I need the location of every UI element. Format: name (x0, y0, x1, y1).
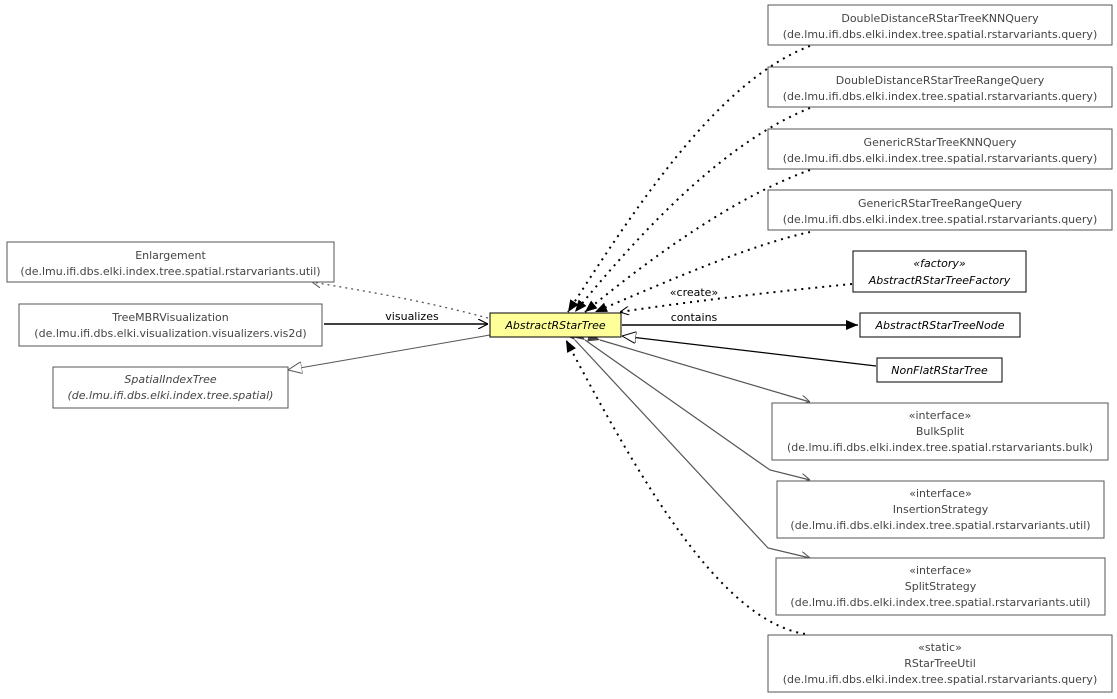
class-bulk[interactable]: «interface» BulkSplit (de.lmu.ifi.dbs.el… (771, 402, 1109, 461)
class-package: (de.lmu.ifi.dbs.elki.visualization.visua… (34, 327, 306, 340)
class-name: RStarTreeUtil (904, 657, 976, 670)
class-name: DoubleDistanceRStarTreeKNNQuery (841, 12, 1039, 25)
edge-grange (594, 231, 811, 313)
class-name: Enlargement (135, 249, 206, 262)
class-name: DoubleDistanceRStarTreeRangeQuery (836, 74, 1045, 87)
class-package: (de.lmu.ifi.dbs.elki.index.tree.spatial.… (790, 596, 1090, 609)
class-package: (de.lmu.ifi.dbs.elki.index.tree.spatial.… (783, 213, 1098, 226)
class-util[interactable]: «static» RStarTreeUtil (de.lmu.ifi.dbs.e… (767, 634, 1113, 693)
class-package: (de.lmu.ifi.dbs.elki.index.tree.spatial.… (783, 28, 1098, 41)
class-node[interactable]: AbstractRStarTreeNode (859, 312, 1021, 338)
edge-bulk (600, 340, 810, 402)
class-ddknn[interactable]: DoubleDistanceRStarTreeKNNQuery (de.lmu.… (767, 4, 1113, 46)
label-visualizes: visualizes (385, 310, 439, 323)
class-name: GenericRStarTreeRangeQuery (858, 197, 1023, 210)
class-name: TreeMBRVisualization (111, 311, 229, 324)
edge-factory-create (620, 283, 853, 312)
class-name: AbstractRStarTreeNode (874, 319, 1004, 332)
class-stereotype: «factory» (913, 257, 966, 270)
class-enlargement[interactable]: Enlargement (de.lmu.ifi.dbs.elki.index.t… (6, 241, 335, 283)
edges (288, 45, 877, 635)
class-insertion[interactable]: «interface» InsertionStrategy (de.lmu.if… (776, 480, 1105, 539)
class-stereotype: «interface» (909, 487, 972, 500)
edge-split (575, 340, 810, 558)
class-abstract-rstar-tree[interactable]: AbstractRStarTree (489, 312, 622, 338)
class-package: (de.lmu.ifi.dbs.elki.index.tree.spatial.… (783, 90, 1098, 103)
edge-nonflat-generalization (622, 336, 877, 367)
label-contains: contains (671, 311, 718, 324)
class-name: BulkSplit (916, 425, 965, 438)
class-stereotype: «static» (918, 641, 962, 654)
class-stereotype: «interface» (909, 409, 972, 422)
class-stereotype: «interface» (909, 564, 972, 577)
class-name: GenericRStarTreeKNNQuery (864, 136, 1017, 149)
class-package: (de.lmu.ifi.dbs.elki.index.tree.spatial.… (787, 441, 1093, 454)
class-name: SpatialIndexTree (124, 373, 217, 386)
label-create: «create» (670, 286, 718, 299)
class-factory[interactable]: «factory» AbstractRStarTreeFactory (852, 250, 1027, 293)
class-name: AbstractRStarTreeFactory (868, 274, 1011, 287)
class-package: (de.lmu.ifi.dbs.elki.index.tree.spatial) (68, 389, 274, 402)
class-package: (de.lmu.ifi.dbs.elki.index.tree.spatial.… (790, 519, 1090, 532)
class-package: (de.lmu.ifi.dbs.elki.index.tree.spatial.… (783, 673, 1098, 686)
class-gknn[interactable]: GenericRStarTreeKNNQuery (de.lmu.ifi.dbs… (767, 128, 1113, 170)
class-package: (de.lmu.ifi.dbs.elki.index.tree.spatial.… (20, 265, 320, 278)
class-visualization[interactable]: TreeMBRVisualization (de.lmu.ifi.dbs.elk… (18, 303, 323, 347)
class-split[interactable]: «interface» SplitStrategy (de.lmu.ifi.db… (775, 557, 1106, 616)
edge-enlargement (312, 282, 489, 319)
class-name: SplitStrategy (905, 580, 977, 593)
edge-gknn (584, 169, 811, 313)
class-ddrange[interactable]: DoubleDistanceRStarTreeRangeQuery (de.lm… (767, 66, 1113, 108)
class-name: AbstractRStarTree (504, 319, 606, 332)
class-package: (de.lmu.ifi.dbs.elki.index.tree.spatial.… (783, 152, 1098, 165)
class-name: InsertionStrategy (893, 503, 989, 516)
edge-spatial-generalization (288, 334, 491, 370)
class-grange[interactable]: GenericRStarTreeRangeQuery (de.lmu.ifi.d… (767, 189, 1113, 231)
class-name: NonFlatRStarTree (891, 364, 988, 377)
class-spatial-index-tree[interactable]: SpatialIndexTree (de.lmu.ifi.dbs.elki.in… (52, 366, 289, 409)
edge-util (565, 339, 806, 635)
class-nonflat[interactable]: NonFlatRStarTree (876, 357, 1003, 383)
